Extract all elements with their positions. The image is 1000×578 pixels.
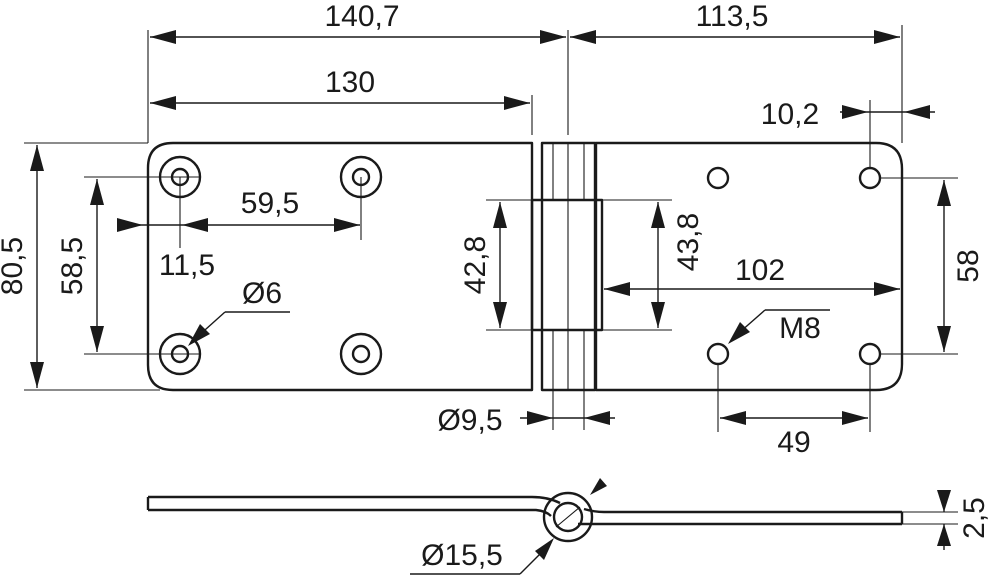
dim-102 xyxy=(604,282,900,296)
hole-bottom-middle xyxy=(339,332,383,376)
hole-right-1 xyxy=(706,166,730,190)
label-d15-5: Ø15,5 xyxy=(421,539,503,572)
left-leaf xyxy=(146,30,534,392)
hole-right-4 xyxy=(858,342,882,366)
label-49: 49 xyxy=(777,426,810,459)
hole-right-2 xyxy=(858,166,882,190)
label-58-5: 58,5 xyxy=(56,237,89,295)
dim-43-8 xyxy=(651,202,665,328)
dim-59-5 xyxy=(117,218,360,232)
dim-58 xyxy=(937,180,951,352)
label-d6: Ø6 xyxy=(242,277,282,310)
hole-right-3 xyxy=(706,342,730,366)
label-140-7: 140,7 xyxy=(324,0,399,33)
label-d9-5: Ø9,5 xyxy=(437,404,502,437)
dim-10-2 xyxy=(840,105,935,119)
extension-lines xyxy=(24,25,958,432)
label-m8: M8 xyxy=(779,312,821,345)
dim-140-7 xyxy=(150,30,566,44)
leader-d15-5 xyxy=(410,478,607,575)
label-42-8: 42,8 xyxy=(459,236,492,294)
dim-58-5 xyxy=(90,179,104,352)
label-11-5: 11,5 xyxy=(159,249,215,282)
knuckle-outer xyxy=(542,491,594,543)
dim-113-5 xyxy=(570,30,900,44)
side-view xyxy=(146,491,958,543)
dim-49 xyxy=(720,411,868,425)
dim-80-5 xyxy=(30,145,44,388)
leader-m8 xyxy=(728,309,830,344)
label-43-8: 43,8 xyxy=(672,213,705,271)
dim-42-8 xyxy=(493,202,507,328)
dim-2-5 xyxy=(937,490,951,550)
hinge-knuckle xyxy=(530,30,604,392)
label-80-5: 80,5 xyxy=(0,237,29,295)
leader-d6 xyxy=(188,311,290,346)
dim-9-5 xyxy=(520,411,615,425)
label-113-5: 113,5 xyxy=(696,0,769,33)
label-58: 58 xyxy=(952,249,985,282)
dim-130 xyxy=(150,96,530,110)
label-10-2: 10,2 xyxy=(761,98,819,131)
label-102: 102 xyxy=(735,254,785,287)
right-leaf xyxy=(594,141,904,392)
knuckle-pin xyxy=(552,501,584,533)
label-130: 130 xyxy=(325,66,375,99)
label-2-5: 2,5 xyxy=(958,497,991,539)
label-59-5: 59,5 xyxy=(241,187,299,220)
